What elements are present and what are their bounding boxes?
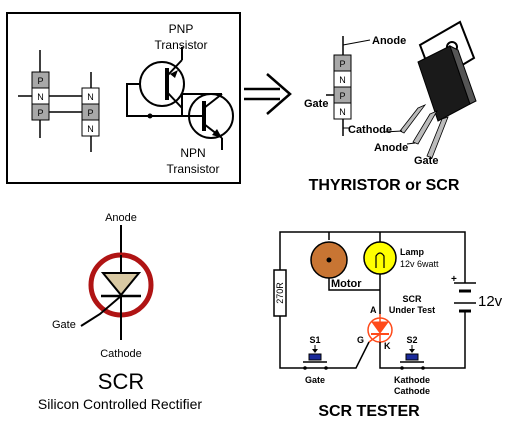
resistor	[273, 269, 287, 317]
layer-letter: N	[339, 75, 346, 85]
lamp-rating-label: 12v 6watt	[400, 259, 439, 269]
layer-letter: P	[339, 59, 345, 69]
layer-letter: P	[87, 108, 93, 118]
s2-switch-button	[405, 353, 419, 361]
thyristor-caption: THYRISTOR or SCR	[309, 177, 460, 194]
scr-symbol	[80, 225, 154, 340]
layer-letter: N	[339, 107, 346, 117]
thyristor-gate-label: Gate	[304, 98, 328, 110]
scr-title: SCR	[98, 369, 144, 394]
scr-cathode-label: Cathode	[100, 348, 142, 360]
layer-letter: P	[37, 108, 43, 118]
s1-label: S1	[309, 335, 320, 345]
scr-anode-label: Anode	[105, 212, 137, 224]
gate-pin-label: G	[357, 335, 364, 345]
battery-plus-label: +	[451, 274, 457, 285]
thyristor-cathode-label: Cathode	[348, 124, 392, 136]
battery-voltage-label: 12v	[478, 293, 503, 310]
scr-subtitle: Silicon Controlled Rectifier	[38, 396, 203, 412]
npn-layer-stack: N P N	[49, 72, 100, 152]
resistor-label: 270R	[275, 282, 285, 304]
npn-label: NPN	[180, 146, 205, 160]
thyristor-anode-label: Anode	[372, 35, 406, 47]
s2-label: S2	[406, 335, 417, 345]
pnp-label: PNP	[169, 22, 194, 36]
pnp-transistor-label: Transistor	[155, 38, 208, 52]
anode-pin-label: A	[370, 305, 377, 315]
scr-diode-triangle	[100, 272, 142, 297]
lamp-label: Lamp	[400, 247, 425, 257]
npn-transistor-symbol	[150, 93, 234, 150]
layer-letter: P	[339, 91, 345, 101]
pnp-transistor-symbol	[126, 47, 185, 119]
layer-letter: N	[87, 124, 94, 134]
transistor-panel: P N P N P N	[6, 12, 241, 184]
npn-transistor-label: Transistor	[167, 162, 220, 176]
s1-switch-button	[308, 353, 322, 361]
scr-under-test-label: SCR	[402, 294, 422, 304]
s1-caption: Gate	[305, 375, 325, 385]
thyristor-layer-stack: P N P N	[326, 36, 371, 136]
scr-gate-label: Gate	[52, 319, 76, 331]
scr-tester-circuit: 270R Motor Lamp 12v 6watt SCR Under Test…	[273, 231, 503, 396]
layer-letter: N	[37, 92, 44, 102]
package-gate-label: Gate	[414, 155, 438, 167]
layer-letter: N	[87, 92, 94, 102]
scr-under-test-label-2: Under Test	[389, 305, 435, 315]
lamp-icon	[363, 241, 397, 275]
thyristor-package	[383, 20, 477, 159]
right-arrow-icon	[244, 73, 292, 115]
motor-label: Motor	[331, 278, 362, 290]
package-anode-label: Anode	[374, 142, 408, 154]
tester-caption: SCR TESTER	[318, 403, 420, 420]
s2-caption-2: Cathode	[394, 386, 430, 396]
s2-caption: Kathode	[394, 375, 430, 385]
cathode-pin-label: K	[384, 341, 391, 351]
layer-letter: P	[37, 76, 43, 86]
